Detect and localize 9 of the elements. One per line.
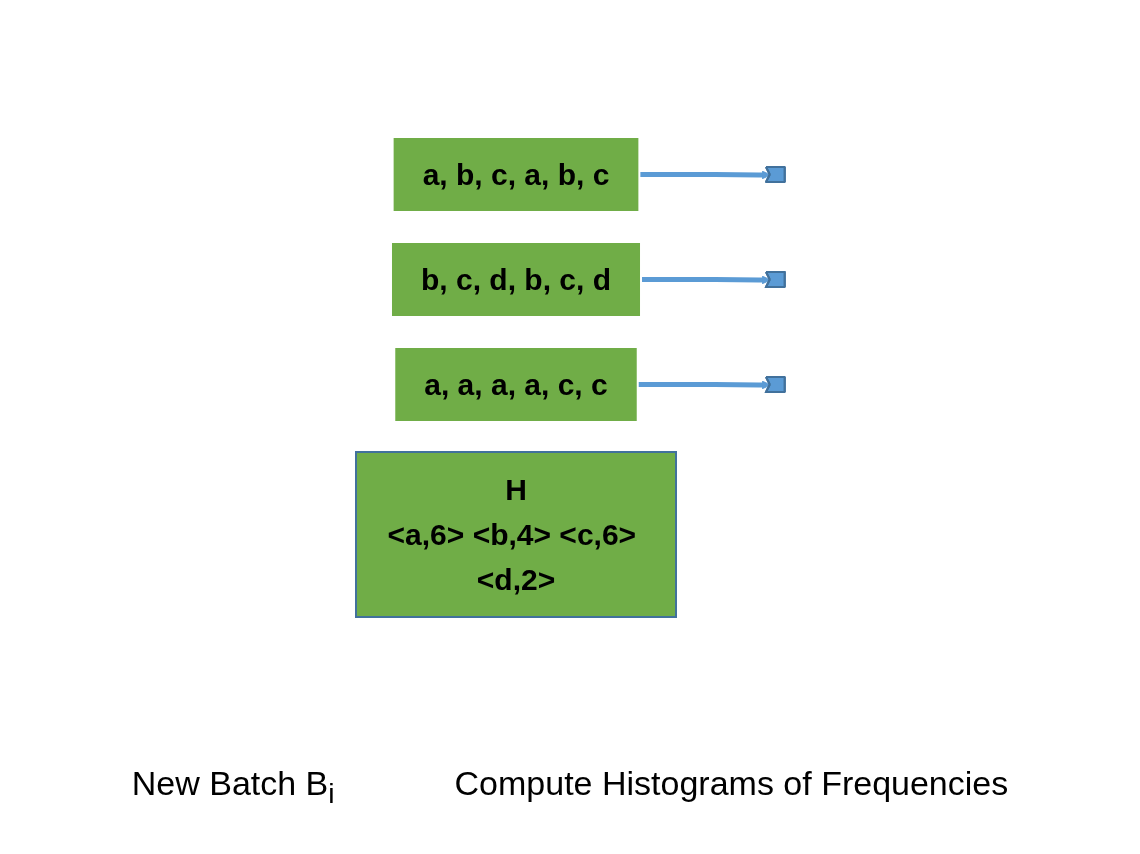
diagram-label: New Batch B$_{i}$ — [131, 764, 335, 810]
node-box: b, c, d, b, c, d — [389, 241, 642, 319]
diagram-label: Compute Histograms of Frequencies — [454, 764, 1009, 805]
node-box: a, a, a, a, c, c — [392, 346, 639, 424]
arrow — [639, 170, 771, 180]
node-box: a, b, c, a, b, c — [391, 136, 640, 214]
arrow — [640, 275, 771, 285]
node-box: H <a,6> <b,4> <c,6> <d,2> — [354, 451, 677, 619]
arrow — [637, 380, 771, 390]
